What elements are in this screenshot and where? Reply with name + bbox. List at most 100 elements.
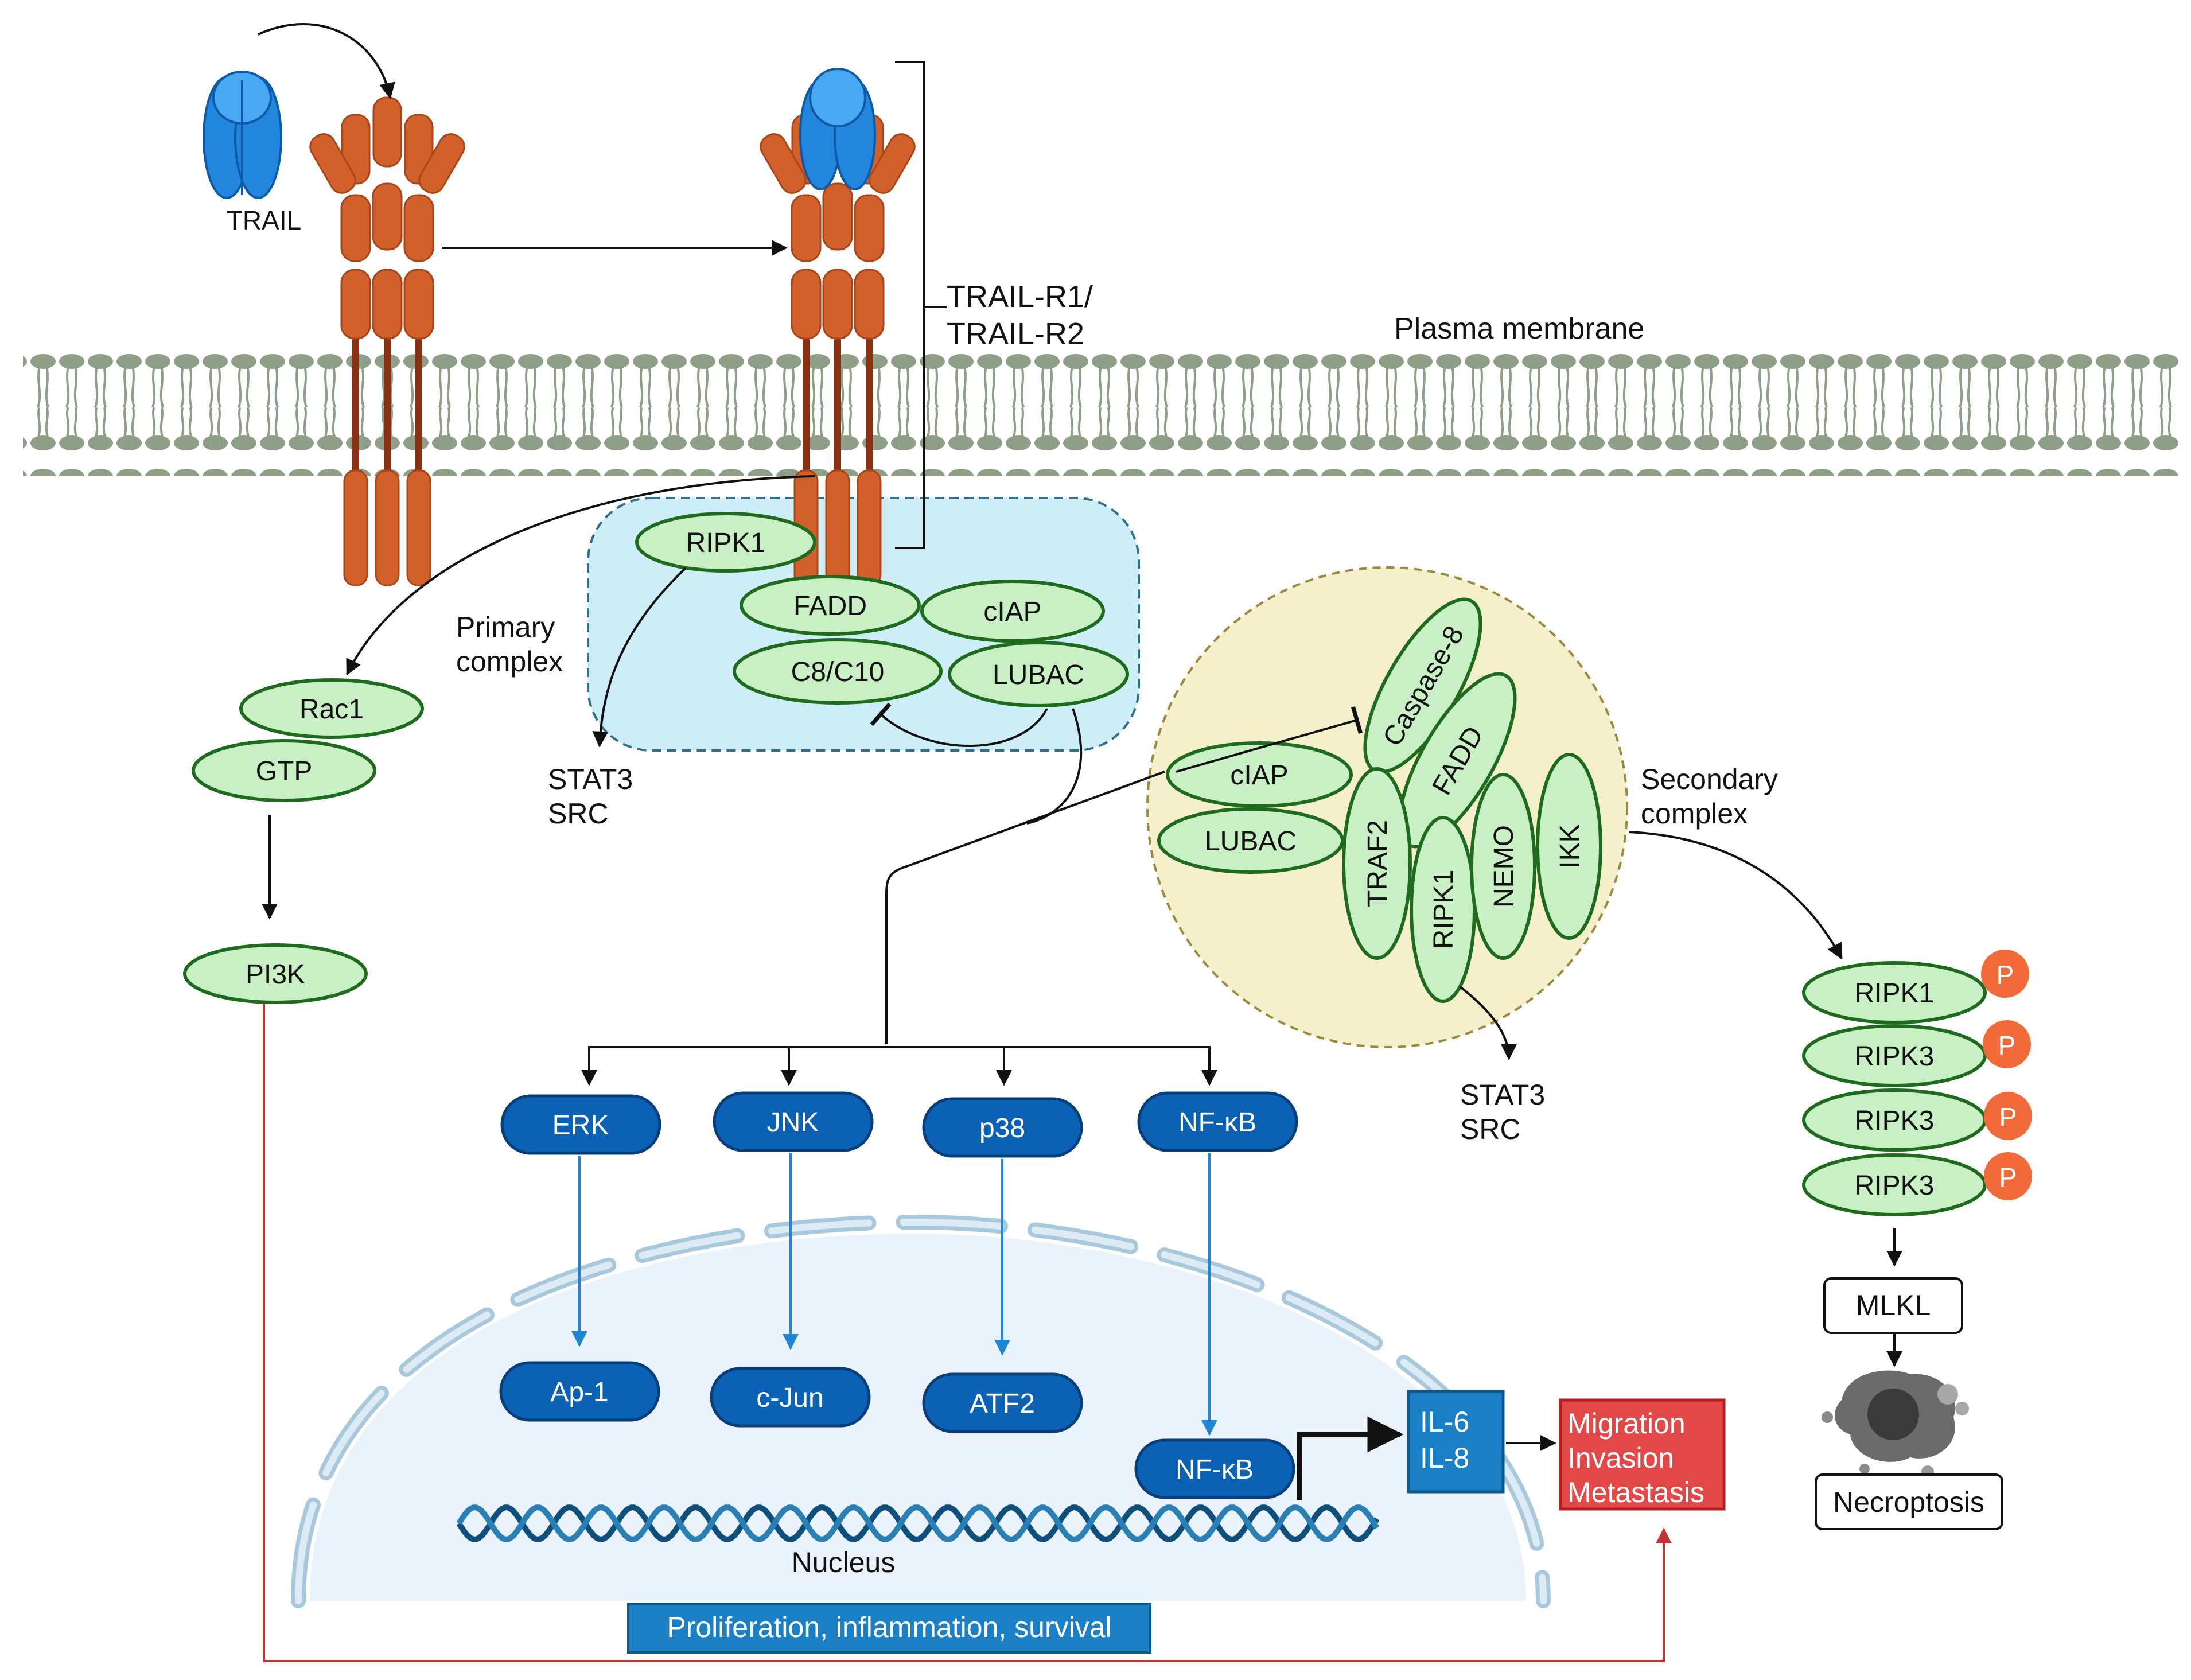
stat3-src-label-2: STAT3 SRC xyxy=(1460,1079,1553,1145)
svg-text:TRAF2: TRAF2 xyxy=(1363,820,1393,907)
node-nfkb-nuclear: NF-κB xyxy=(1134,1438,1295,1499)
phospho-badge-2: P xyxy=(1983,1020,2031,1068)
svg-text:GTP: GTP xyxy=(256,756,313,787)
svg-text:FADD: FADD xyxy=(793,591,867,621)
node-ripk3-necro-2: RIPK3 xyxy=(1802,1088,1987,1152)
svg-text:Proliferation, inflammation, s: Proliferation, inflammation, survival xyxy=(667,1611,1111,1643)
arrow-ripk1-stat3-secondary xyxy=(1459,986,1517,1060)
node-ripk3-necro-1: RIPK3 xyxy=(1802,1024,1987,1087)
svg-text:ERK: ERK xyxy=(552,1110,609,1141)
node-rac1: Rac1 xyxy=(239,678,424,739)
arrow-nfkb-il xyxy=(1297,1416,1404,1500)
svg-text:IKK: IKK xyxy=(1555,824,1585,868)
svg-text:RIPK3: RIPK3 xyxy=(1855,1041,1935,1072)
il6-il8-box: IL-6 IL-8 xyxy=(1407,1390,1505,1494)
plasma-membrane-label: Plasma membrane xyxy=(1394,312,1644,345)
inhibition-lubac-c8 xyxy=(870,702,1048,747)
svg-text:LUBAC: LUBAC xyxy=(1205,826,1297,857)
node-lubac-primary: LUBAC xyxy=(948,641,1129,707)
necroptosis-box: Necroptosis xyxy=(1815,1473,2003,1530)
node-ap1: Ap-1 xyxy=(499,1361,660,1422)
arrow-lubac-branch xyxy=(1026,708,1083,825)
node-erk: ERK xyxy=(500,1094,661,1155)
svg-text:cIAP: cIAP xyxy=(1230,760,1288,791)
receptor-bracket xyxy=(895,61,925,549)
node-ciap-primary: cIAP xyxy=(920,580,1105,643)
node-ripk1-primary: RIPK1 xyxy=(635,512,816,573)
svg-text:IL-8: IL-8 xyxy=(1420,1442,1469,1474)
node-cjun: c-Jun xyxy=(710,1367,871,1428)
arrow-trail-binding xyxy=(258,23,395,99)
node-ripk3-necro-3: RIPK3 xyxy=(1802,1153,1987,1216)
node-ciap-secondary: cIAP xyxy=(1166,741,1353,808)
node-fadd-secondary: FADD xyxy=(1398,672,1517,849)
outcome-bar: Proliferation, inflammation, survival xyxy=(627,1603,1151,1654)
svg-text:cIAP: cIAP xyxy=(983,597,1041,627)
svg-text:NF-κB: NF-κB xyxy=(1178,1107,1256,1138)
svg-text:Metastasis: Metastasis xyxy=(1567,1476,1704,1508)
svg-text:P: P xyxy=(1999,1102,2017,1132)
svg-text:RIPK3: RIPK3 xyxy=(1855,1170,1935,1201)
svg-text:Rac1: Rac1 xyxy=(299,694,364,725)
receptor-label: TRAIL-R1/ TRAIL-R2 xyxy=(947,279,1102,351)
mlkl-box: MLKL xyxy=(1823,1277,1963,1334)
svg-text:NF-κB: NF-κB xyxy=(1176,1455,1254,1485)
svg-text:NEMO: NEMO xyxy=(1489,825,1519,908)
node-c8c10-primary: C8/C10 xyxy=(733,638,943,705)
svg-text:Migration: Migration xyxy=(1567,1407,1686,1440)
svg-text:P: P xyxy=(1999,1162,2017,1192)
svg-text:C8/C10: C8/C10 xyxy=(791,657,885,687)
node-nemo-secondary: NEMO xyxy=(1470,773,1536,960)
phospho-badge-4: P xyxy=(1984,1152,2032,1200)
svg-text:Invasion: Invasion xyxy=(1567,1442,1674,1474)
svg-text:RIPK1: RIPK1 xyxy=(1429,870,1459,950)
arrow-secondary-branch xyxy=(885,771,1165,1044)
node-pi3k: PI3K xyxy=(183,943,368,1004)
svg-text:MLKL: MLKL xyxy=(1856,1289,1931,1321)
trail-label: TRAIL xyxy=(227,205,301,235)
necrotic-cell-icon xyxy=(1822,1370,1969,1478)
svg-text:LUBAC: LUBAC xyxy=(993,660,1084,690)
node-fadd-primary: FADD xyxy=(740,575,921,636)
svg-text:PI3K: PI3K xyxy=(246,959,305,990)
trail-bound-icon xyxy=(799,68,876,190)
node-atf2: ATF2 xyxy=(922,1372,1083,1433)
svg-text:p38: p38 xyxy=(979,1113,1025,1144)
phospho-badge-1: P xyxy=(1981,950,2029,998)
plasma-membrane xyxy=(23,350,2180,476)
trail-ligand-icon xyxy=(203,71,282,199)
svg-text:JNK: JNK xyxy=(767,1107,819,1138)
svg-text:Ap-1: Ap-1 xyxy=(550,1377,608,1407)
node-ikk-secondary: IKK xyxy=(1536,753,1602,940)
nucleus xyxy=(291,1214,1551,1608)
node-nfkb-kinase: NF-κB xyxy=(1137,1091,1298,1152)
trail-receptor-unbound xyxy=(309,96,465,586)
node-gtp: GTP xyxy=(192,739,376,802)
migration-box: Migration Invasion Metastasis xyxy=(1559,1398,1726,1511)
node-ripk1-necro: RIPK1 xyxy=(1802,961,1987,1024)
dna-helix xyxy=(456,1504,1380,1542)
arrow-receptor-rac1 xyxy=(346,475,815,676)
svg-text:Necroptosis: Necroptosis xyxy=(1833,1486,1984,1518)
svg-text:RIPK1: RIPK1 xyxy=(1855,978,1935,1009)
svg-text:IL-6: IL-6 xyxy=(1420,1406,1469,1438)
svg-text:RIPK1: RIPK1 xyxy=(686,528,766,558)
node-jnk: JNK xyxy=(713,1091,874,1152)
node-ripk1-secondary: RIPK1 xyxy=(1410,816,1476,1003)
svg-text:P: P xyxy=(1997,960,2014,990)
inhibition-ciap-caspase8 xyxy=(1176,706,1363,773)
phospho-badge-3: P xyxy=(1984,1092,2032,1140)
arrow-pi3k-migration xyxy=(263,1004,1672,1662)
svg-text:P: P xyxy=(1998,1030,2016,1060)
node-p38: p38 xyxy=(922,1097,1083,1158)
primary-complex-label: Primary complex xyxy=(456,611,563,678)
arrow-ripk1-stat3 xyxy=(592,567,687,748)
nucleus-label: Nucleus xyxy=(792,1546,896,1578)
svg-text:c-Jun: c-Jun xyxy=(756,1383,823,1413)
node-traf2-secondary: TRAF2 xyxy=(1342,767,1412,960)
stat3-src-label-1: STAT3 SRC xyxy=(548,763,641,830)
svg-text:ATF2: ATF2 xyxy=(970,1389,1035,1419)
svg-text:RIPK3: RIPK3 xyxy=(1855,1106,1935,1136)
secondary-complex-label: Secondary complex xyxy=(1641,763,1786,830)
